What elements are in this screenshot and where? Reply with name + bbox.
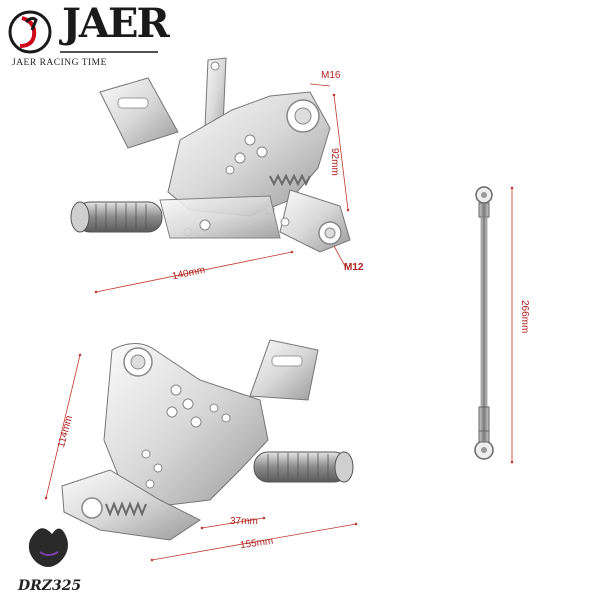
watermark-text: DRZ325 <box>18 578 82 594</box>
top-dimension-lines <box>94 83 350 294</box>
label-top-height: 92mm <box>329 148 340 176</box>
label-rod-length: 266mm <box>519 300 530 334</box>
label-top-bolt-m12: M12 <box>344 262 364 273</box>
label-bottom-peg-offset: 37mm <box>230 516 258 527</box>
bottom-rearset-illustration <box>61 339 354 541</box>
brand-tagline: JAER RACING TIME <box>12 58 107 68</box>
bottom-dimension-lines <box>44 353 358 562</box>
brand-name: JAER <box>62 0 170 47</box>
watermark-emblem-icon <box>28 528 68 567</box>
brand-logo-icon <box>8 10 158 54</box>
shift-rod-illustration <box>474 186 494 460</box>
label-top-bolt-m16: M16 <box>321 70 341 81</box>
top-rearset-illustration <box>70 57 351 253</box>
